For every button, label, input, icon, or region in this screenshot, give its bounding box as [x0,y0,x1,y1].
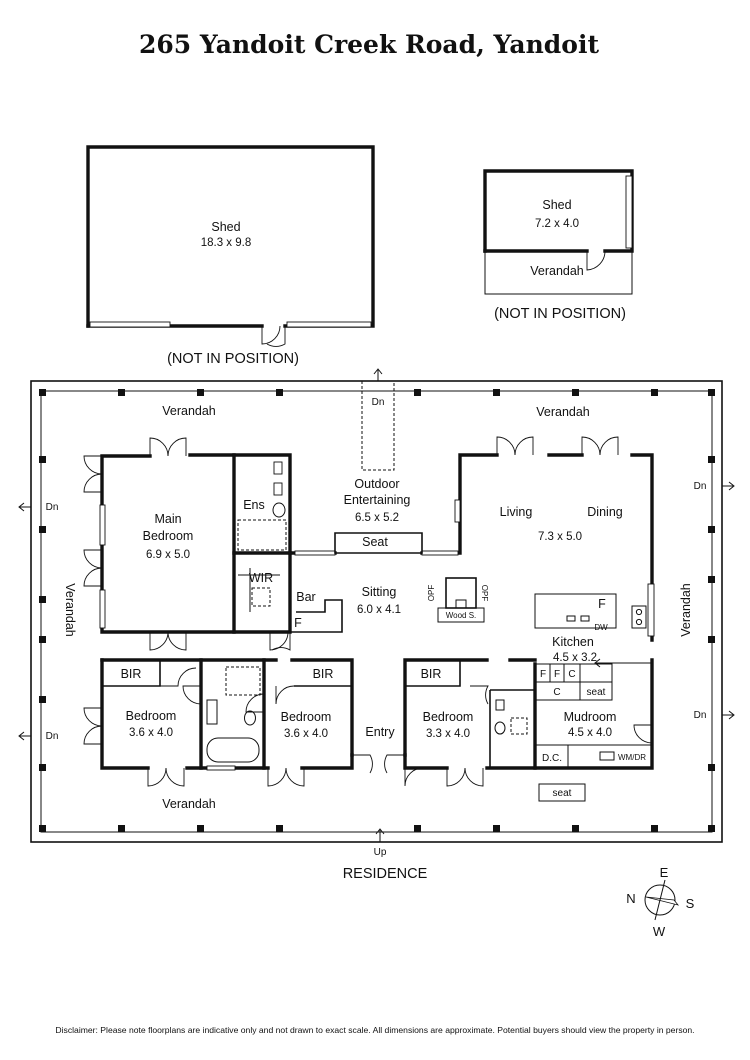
verandah-north-left-label: Verandah [162,404,216,418]
step-bottom-label: Up [374,847,387,858]
large-shed-name: Shed [211,220,240,234]
residence-label: RESIDENCE [343,866,428,882]
verandah-seat-label: seat [553,788,572,799]
pantry-fridge-2: F [554,669,560,680]
verandah-north-right-label: Verandah [536,405,590,419]
small-shed-dims: 7.2 x 4.0 [535,218,579,230]
outdoor-entertaining-label-1: Outdoor [354,477,399,491]
large-shed-not-in-position: (NOT IN POSITION) [167,351,299,367]
bedroom-1-dims: 3.6 x 4.0 [129,727,173,739]
verandah-east-label: Verandah [679,583,693,637]
wmdr-label: WM/DR [618,753,646,762]
large-shed: Shed 18.3 x 9.8 [86,145,375,347]
living-label: Living [500,505,533,519]
living-dining-dims: 7.3 x 5.0 [538,531,582,543]
outdoor-seat-label: Seat [362,535,388,549]
compass-e: E [660,865,669,880]
outdoor-entertaining-label-2: Entertaining [344,493,411,507]
bar-label: Bar [296,590,315,604]
kitchen-fridge-label: F [598,597,606,611]
mudroom-seat-label: seat [587,687,606,698]
disclaimer: Disclaimer: Please note floorplans are i… [55,1025,694,1035]
verandah-south-label: Verandah [162,797,216,811]
small-shed-name: Shed [542,198,571,212]
dining-label: Dining [587,505,622,519]
main-bedroom-label-2: Bedroom [143,529,194,543]
residence [18,368,735,843]
entry-label: Entry [365,725,395,739]
step-top-label: Dn [372,397,385,408]
compass-icon [644,879,680,921]
bedroom-2-dims: 3.6 x 4.0 [284,728,328,740]
bedroom-3-label: Bedroom [423,710,474,724]
kitchen-dims: 4.5 x 3.2 [553,652,597,664]
step-right-lower-label: Dn [694,710,707,721]
step-right-upper-label: Dn [694,481,707,492]
bedroom-2-bir-label: BIR [313,667,334,681]
bedroom-1-label: Bedroom [126,709,177,723]
verandah-posts [39,389,715,832]
pantry-fridge-1: F [540,669,546,680]
compass-s: S [686,896,695,911]
bedroom-2-label: Bedroom [281,710,332,724]
main-bedroom-dims: 6.9 x 5.0 [146,549,190,561]
mudroom-label: Mudroom [564,710,617,724]
mudroom-dims: 4.5 x 4.0 [568,727,612,739]
main-bedroom-label-1: Main [154,512,181,526]
compass-w: W [653,924,666,939]
plan-title: 265 Yandoit Creek Road, Yandoit [139,30,599,59]
opf-left-label: OPF [427,585,436,602]
sitting-dims: 6.0 x 4.1 [357,604,401,616]
dishwasher-label: DW [594,623,608,632]
small-shed: Shed 7.2 x 4.0 Verandah [483,169,634,295]
bedroom-1-bir-label: BIR [121,667,142,681]
wir-label: WIR [249,571,273,585]
pantry-cupboard-1: C [568,669,575,680]
small-shed-verandah: Verandah [530,264,584,278]
kitchen-label: Kitchen [552,635,594,649]
wood-stove-label: Wood S. [446,611,477,620]
pantry-cupboard-2: C [553,687,560,698]
step-left-lower-label: Dn [46,731,59,742]
bedroom-3-bir-label: BIR [421,667,442,681]
verandah-west-label: Verandah [63,583,77,637]
ensuite-label: Ens [243,498,265,512]
bedroom-3-dims: 3.3 x 4.0 [426,728,470,740]
bar-fridge-label: F [294,616,302,630]
compass-n: N [626,891,635,906]
small-shed-not-in-position: (NOT IN POSITION) [494,306,626,322]
dc-label: D.C. [542,753,562,764]
large-shed-dims: 18.3 x 9.8 [201,237,252,249]
opf-right-label: OPF [480,585,489,602]
outdoor-entertaining-dims: 6.5 x 5.2 [355,512,399,524]
sitting-label: Sitting [362,585,397,599]
step-left-upper-label: Dn [46,502,59,513]
